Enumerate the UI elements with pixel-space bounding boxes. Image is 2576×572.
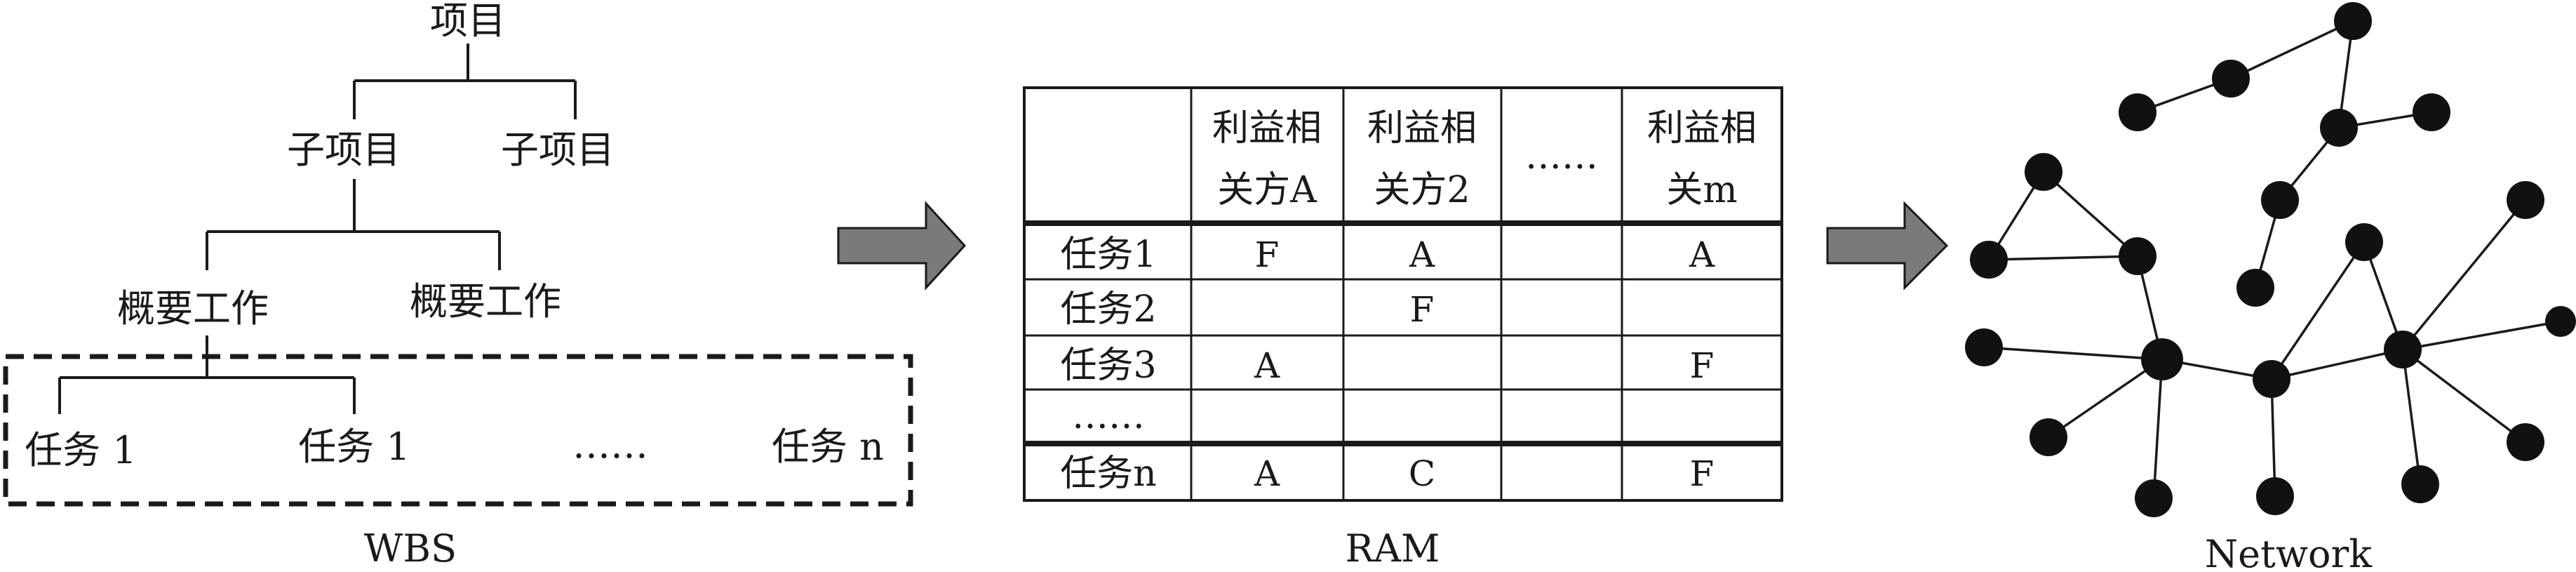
network-edges <box>1983 20 2561 499</box>
ram-cell: A <box>1409 234 1435 275</box>
network-caption: Network <box>2205 532 2373 572</box>
network-edge <box>2270 378 2276 497</box>
wbs-task-1: 任务 1 <box>25 428 137 472</box>
network-node <box>2384 331 2422 368</box>
network-node <box>2334 2 2372 40</box>
network-node <box>2253 360 2290 398</box>
wbs-task-ellipsis: …… <box>572 423 648 467</box>
wbs-tree: 项目 子项目 子项目 概要工作 概要工作 任务 1 任务 1 …… 任务 n W… <box>3 0 913 571</box>
wbs-subproject-2: 子项目 <box>501 128 615 172</box>
network-edge <box>2401 199 2527 351</box>
network-edge <box>2230 20 2354 80</box>
ram-row-task: 任务2 <box>1060 288 1156 331</box>
ram-cell: F <box>1410 289 1435 330</box>
wbs-summary-work-1: 概要工作 <box>117 286 269 331</box>
network-node <box>2401 465 2439 503</box>
network-edge <box>1983 346 2163 361</box>
network-node <box>2236 269 2274 307</box>
network-edge <box>2048 358 2163 439</box>
ram-cell: F <box>1690 453 1715 494</box>
ram-header-1-line1: 利益相 <box>1212 107 1322 149</box>
network-nodes <box>1965 2 2576 517</box>
wbs-task-n: 任务 n <box>772 425 884 469</box>
network-edge <box>1988 255 2138 261</box>
network-edge <box>2401 349 2422 485</box>
network-edge <box>2270 241 2366 380</box>
network-edge <box>2042 171 2139 258</box>
ram-row-task: …… <box>1072 395 1145 437</box>
wbs-task-group-box <box>3 354 913 507</box>
wbs-task-2: 任务 1 <box>298 425 410 469</box>
ram-cell: A <box>1254 453 1280 494</box>
wbs-summary-work-2: 概要工作 <box>410 279 561 324</box>
ram-cell: A <box>1254 345 1280 386</box>
network-node <box>2256 477 2294 515</box>
ram-table-frame <box>1023 86 1783 502</box>
network-node <box>2025 153 2062 191</box>
ram-header-2-line1: 利益相 <box>1367 107 1477 149</box>
ram-row-task: 任务n <box>1060 453 1157 495</box>
wbs-subproject-1: 子项目 <box>287 128 401 172</box>
wbs-caption: WBS <box>364 526 457 571</box>
ram-header-1-line2: 关方A <box>1217 169 1317 211</box>
ram-caption: RAM <box>1346 526 1440 571</box>
arrow-right-icon <box>837 201 967 291</box>
network-node <box>2320 109 2358 147</box>
network-node <box>2545 306 2576 337</box>
ram-row-task: 任务3 <box>1060 345 1156 387</box>
network-node <box>1965 328 2003 366</box>
network-node <box>2141 338 2183 380</box>
ram-cell: A <box>1689 234 1715 275</box>
ram-cell: C <box>1409 453 1435 494</box>
network-node <box>2119 93 2156 131</box>
network-node <box>2507 181 2544 219</box>
network-node <box>2212 60 2250 98</box>
network-edge <box>2401 348 2527 444</box>
ram-cell: F <box>1690 345 1715 386</box>
network-node <box>2119 237 2156 275</box>
ram-header-m-line2: 关m <box>1666 169 1737 211</box>
wbs-root: 项目 <box>430 0 506 43</box>
network-node <box>2413 93 2450 131</box>
network-node <box>2345 223 2383 261</box>
ram-header-m-line1: 利益相 <box>1647 107 1757 149</box>
ram-header-2-line2: 关方2 <box>1374 169 1470 211</box>
ram-row-task: 任务1 <box>1060 234 1156 276</box>
network-edge <box>2363 241 2404 350</box>
network-node <box>1970 241 2008 279</box>
ram-cell: F <box>1255 234 1280 275</box>
ram-header-ellipsis: …… <box>1525 135 1598 178</box>
network-graph: Network <box>1965 2 2576 572</box>
ram-table: 利益相 关方A 利益相 关方2 …… 利益相 关m 任务1 F A A 任务2 … <box>1023 86 1783 571</box>
network-node <box>2507 423 2544 461</box>
network-edge <box>2402 320 2561 351</box>
network-node <box>2261 181 2299 219</box>
network-node <box>2135 479 2173 517</box>
network-edge <box>2271 348 2403 380</box>
arrow-right-icon <box>1826 201 1949 291</box>
network-edge <box>2152 359 2164 499</box>
network-node <box>2030 418 2067 456</box>
